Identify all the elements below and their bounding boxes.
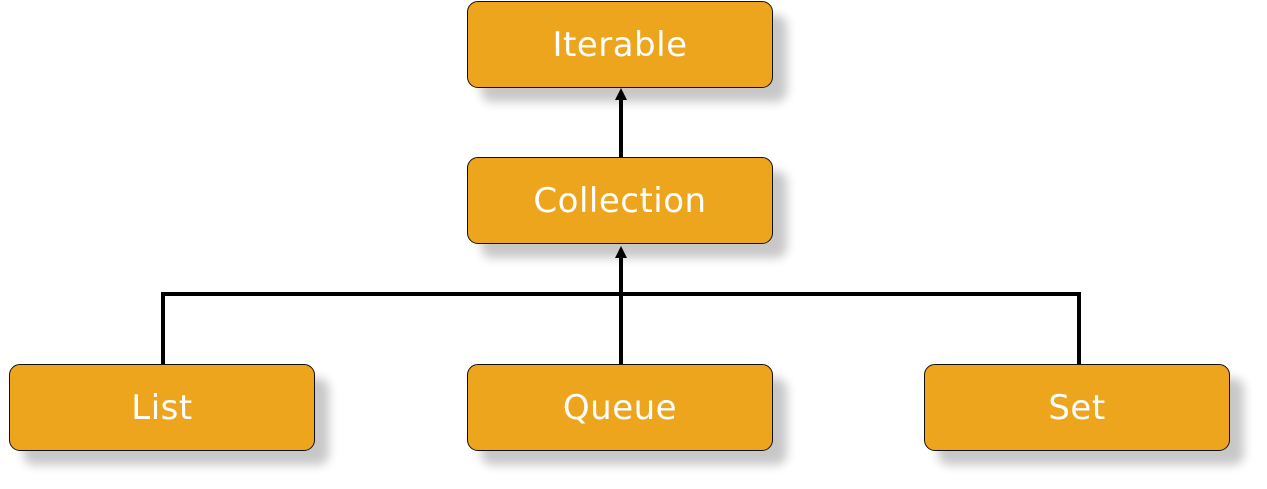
queue-node: Queue: [467, 364, 773, 451]
arrowhead-collection: [615, 246, 627, 258]
iterable-label: Iterable: [552, 24, 688, 65]
list-label: List: [131, 387, 193, 428]
collection-node: Collection: [467, 157, 773, 244]
collection-label: Collection: [533, 180, 707, 221]
arrowhead-iterable: [615, 88, 627, 100]
iterable-node: Iterable: [467, 1, 773, 88]
set-node: Set: [924, 364, 1230, 451]
set-label: Set: [1048, 387, 1106, 428]
list-node: List: [9, 364, 315, 451]
queue-label: Queue: [562, 387, 678, 428]
